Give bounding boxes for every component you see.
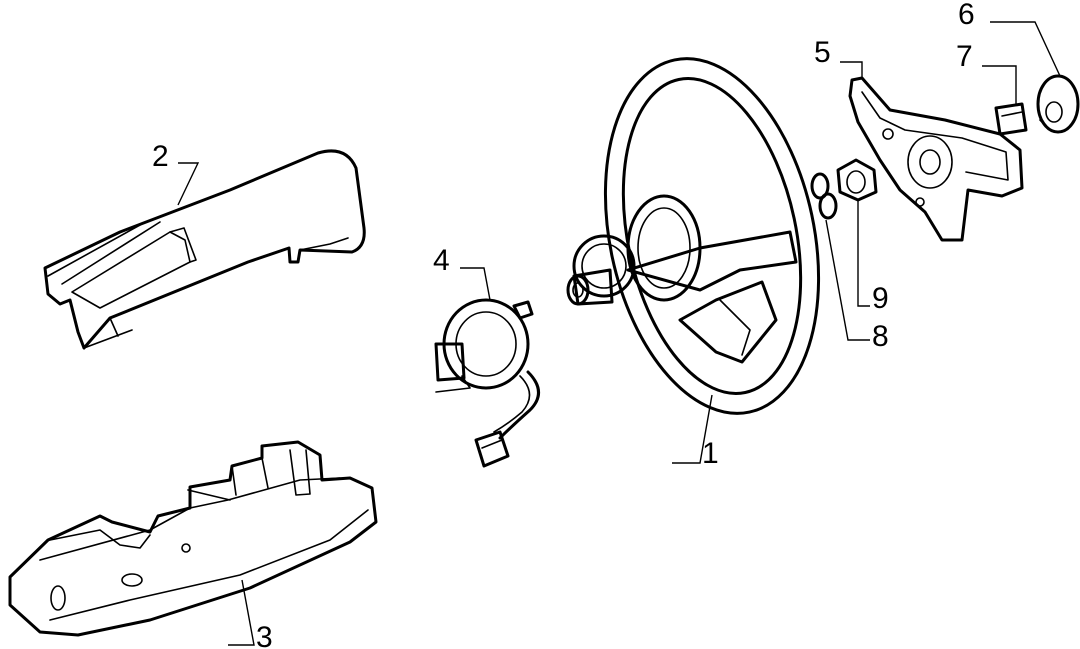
part-nut bbox=[836, 158, 878, 202]
callout-5: 5 bbox=[814, 36, 831, 69]
callout-labels: 1 2 3 4 5 6 7 8 9 bbox=[152, 0, 975, 649]
leader-2 bbox=[177, 162, 200, 206]
leader-6 bbox=[990, 21, 1061, 77]
part-upper-column-shroud bbox=[43, 149, 366, 350]
callout-1: 1 bbox=[702, 437, 719, 470]
callout-7: 7 bbox=[956, 40, 973, 73]
leader-8 bbox=[825, 219, 870, 341]
part-horn-pad bbox=[848, 76, 1024, 242]
leader-5 bbox=[840, 61, 863, 78]
leader-7 bbox=[982, 65, 1017, 104]
leader-9 bbox=[857, 200, 870, 307]
leader-4 bbox=[460, 267, 491, 301]
callout-8: 8 bbox=[872, 320, 889, 353]
callout-2: 2 bbox=[152, 140, 169, 173]
part-emblem bbox=[1036, 74, 1080, 134]
part-steering-wheel bbox=[566, 57, 821, 415]
leader-lines bbox=[177, 21, 1061, 646]
callout-3: 3 bbox=[256, 621, 273, 649]
part-lock-washer bbox=[810, 172, 838, 220]
leader-1 bbox=[672, 394, 713, 464]
callout-9: 9 bbox=[872, 282, 889, 315]
part-lower-column-shroud bbox=[8, 440, 378, 637]
part-clip bbox=[994, 102, 1028, 136]
callout-4: 4 bbox=[433, 244, 450, 277]
callout-6: 6 bbox=[958, 0, 975, 31]
leader-3 bbox=[228, 579, 255, 646]
part-clock-spring bbox=[434, 298, 540, 468]
